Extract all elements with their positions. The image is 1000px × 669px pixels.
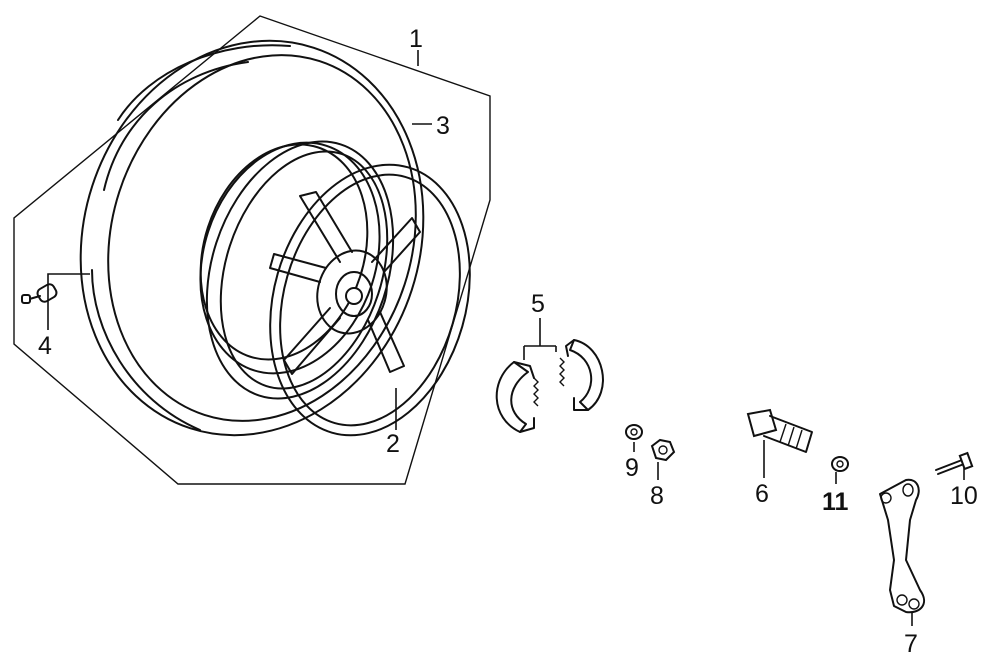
washer — [625, 424, 643, 440]
washer-2 — [831, 456, 849, 472]
callout-7: 7 — [904, 630, 918, 658]
valve — [21, 283, 58, 304]
callout-9: 9 — [625, 454, 639, 482]
callout-1: 1 — [409, 25, 423, 53]
callout-11: 11 — [822, 488, 849, 516]
callout-2: 2 — [386, 430, 400, 458]
leader-5 — [523, 318, 557, 360]
wheel-rim — [199, 140, 471, 437]
callout-6: 6 — [755, 480, 769, 508]
bolt — [935, 451, 974, 475]
brake-shoe-set — [495, 339, 604, 433]
callout-8: 8 — [650, 482, 664, 510]
brake-cam-shaft — [746, 408, 813, 453]
callout-4: 4 — [38, 332, 52, 360]
callout-5: 5 — [531, 290, 545, 318]
assembly-outline — [13, 15, 491, 485]
leader-4 — [47, 273, 90, 330]
nut — [650, 438, 676, 462]
callout-10: 10 — [950, 482, 978, 510]
callout-3: 3 — [436, 112, 450, 140]
tire — [79, 39, 425, 437]
brake-arm — [879, 478, 925, 614]
